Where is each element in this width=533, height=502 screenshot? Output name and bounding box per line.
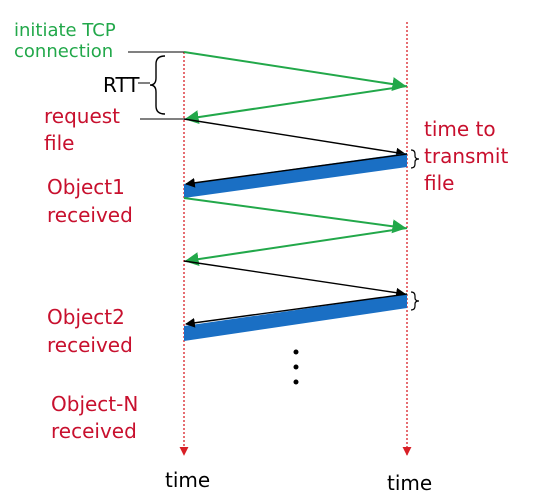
rtt-label: RTT <box>103 73 140 97</box>
response-arrow-2 <box>185 293 408 328</box>
rtt-brace <box>149 55 166 115</box>
ellipsis-dot <box>293 364 299 370</box>
ellipsis-dot <box>293 349 299 355</box>
time-to-transmit-line2: transmit <box>424 144 508 168</box>
syn-arrow-1 <box>183 51 407 92</box>
ellipsis-dot <box>293 379 299 385</box>
synack-arrow-2 <box>184 227 408 267</box>
transfer-band-1 <box>184 153 407 198</box>
time-to-transmit-line1: time to <box>424 117 496 141</box>
transfer-band-2 <box>184 294 407 341</box>
request-arrow-2 <box>183 260 406 298</box>
time-to-transmit-line3: file <box>424 171 454 195</box>
server-time-label: time <box>387 471 432 495</box>
object2-label-line2: received <box>47 333 133 357</box>
object2-label-line1: Object2 <box>47 305 125 329</box>
request-label-line2: file <box>44 131 74 155</box>
object1-label-line1: Object1 <box>47 175 125 199</box>
initiate-label-line2: connection <box>14 41 113 62</box>
object1-label-line2: received <box>47 203 133 227</box>
objectN-label-line2: received <box>51 419 137 443</box>
transmit-brace-2 <box>410 291 420 311</box>
syn-arrow-2 <box>183 197 407 234</box>
request-arrow-1 <box>183 118 406 158</box>
synack-arrow-1 <box>184 85 408 125</box>
client-time-label: time <box>165 468 210 492</box>
request-label-line1: request <box>44 104 120 128</box>
initiate-label-line1: initiate TCP <box>14 20 116 41</box>
transmit-brace-1 <box>410 149 420 169</box>
objectN-label-line1: Object-N <box>51 392 138 416</box>
response-arrow-1 <box>185 153 408 188</box>
